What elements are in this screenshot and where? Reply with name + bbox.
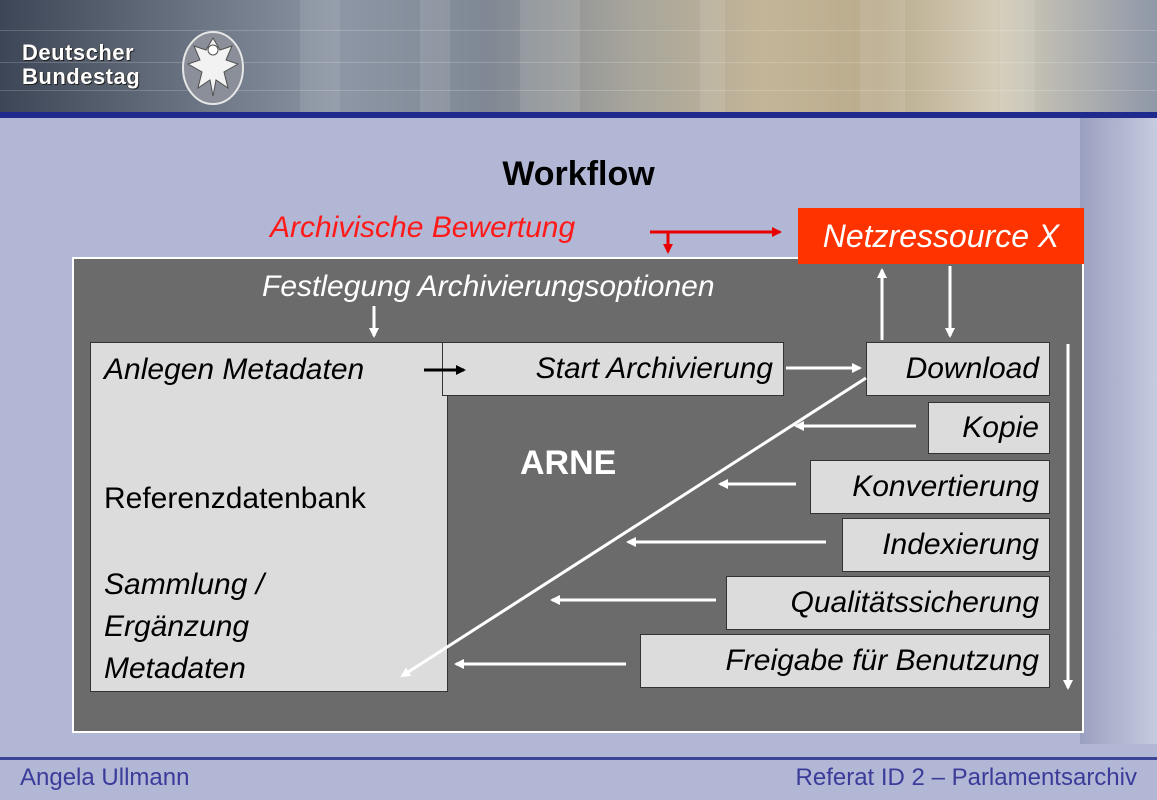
background-panel (1080, 118, 1157, 744)
referenzdatenbank-label: Referenzdatenbank (104, 482, 366, 515)
header-divider (0, 112, 1157, 118)
footer-divider (0, 757, 1157, 760)
step-konvertierung: Konvertierung (810, 460, 1050, 514)
logo-text-line2: Bundestag (22, 64, 141, 89)
slide-title: Workflow (502, 155, 655, 193)
header-banner: Deutscher Bundestag (0, 0, 1157, 118)
netzressource-box: Netzressource X (798, 208, 1084, 264)
footer-department: Referat ID 2 – Parlamentsarchiv (795, 764, 1137, 791)
step-indexierung: Indexierung (842, 518, 1050, 572)
anlegen-metadaten-label: Anlegen Metadaten (104, 353, 365, 386)
festlegung-label: Festlegung Archivierungsoptionen (262, 270, 715, 303)
step-start-archivierung: Start Archivierung (442, 342, 784, 396)
sammlung-label-line2: Ergänzung (104, 610, 250, 643)
sammlung-label-line3: Metadaten (104, 652, 246, 685)
arrow-diagonal-to-metadaten (400, 376, 867, 678)
step-download: Download (866, 342, 1050, 396)
metadata-panel (90, 342, 448, 692)
logo-text-line1: Deutscher (22, 40, 135, 65)
step-kopie: Kopie (928, 402, 1050, 454)
footer-author: Angela Ullmann (20, 764, 190, 791)
arne-label: ARNE (520, 444, 617, 482)
eagle-logo-icon (182, 31, 244, 105)
sammlung-label-line1: Sammlung / (104, 568, 265, 601)
step-qualitaetssicherung: Qualitätssicherung (726, 576, 1050, 630)
step-freigabe: Freigabe für Benutzung (640, 634, 1050, 688)
archivische-bewertung-label: Archivische Bewertung (270, 211, 576, 244)
